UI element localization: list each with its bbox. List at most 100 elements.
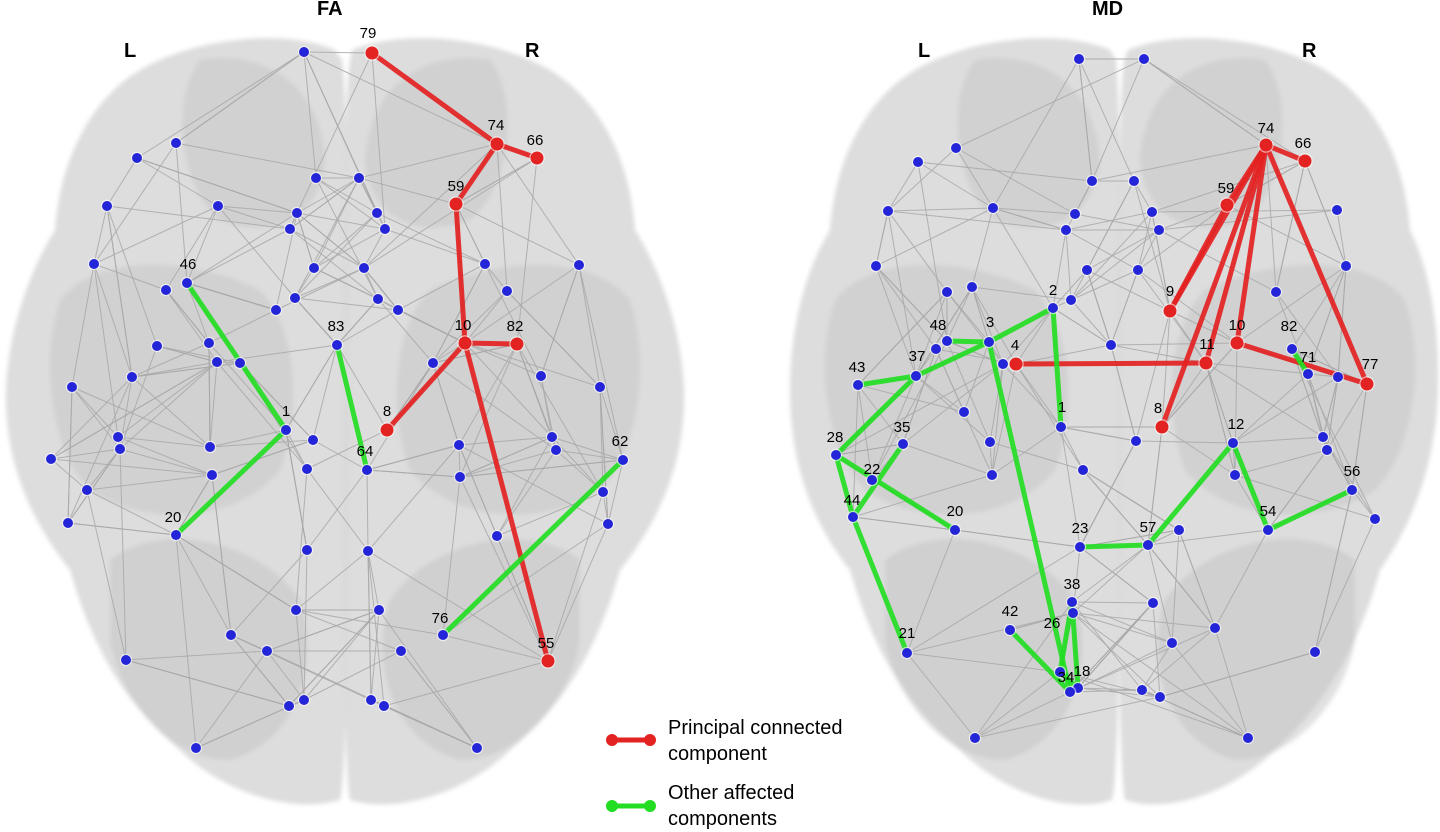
fa-edge <box>367 550 549 662</box>
fa-node <box>285 224 295 234</box>
fa-edge <box>125 659 290 707</box>
fa-node <box>362 465 372 475</box>
md-node-label: 18 <box>1074 663 1091 680</box>
md-node <box>1075 542 1085 552</box>
md-other-edge <box>855 373 919 388</box>
md-node <box>1087 176 1097 186</box>
md-edge <box>1137 204 1228 271</box>
md-node <box>942 287 952 297</box>
md-edge <box>871 340 948 481</box>
fa-edge <box>93 263 119 438</box>
fa-principal-edge <box>462 340 551 664</box>
fa-edge <box>67 376 133 524</box>
fa-edge <box>358 143 498 179</box>
md-node <box>1263 525 1273 535</box>
fa-edge <box>289 228 379 300</box>
md-edge <box>1161 310 1171 428</box>
md-node <box>1243 733 1253 743</box>
md-edge <box>1226 160 1306 206</box>
md-edge <box>974 671 1061 739</box>
md-edge <box>1135 310 1171 442</box>
md-node <box>1106 340 1116 350</box>
md-edge <box>887 210 948 293</box>
md-node <box>1210 623 1220 633</box>
md-edge <box>1158 204 1228 231</box>
md-edge <box>1205 362 1234 444</box>
fa-node <box>127 372 137 382</box>
md-node-label: 34 <box>1058 669 1075 686</box>
md-node <box>848 512 858 522</box>
fa-node-label: 82 <box>507 318 524 335</box>
md-edge <box>917 161 948 342</box>
md-node-label: 8 <box>1154 400 1162 417</box>
fa-edge <box>156 345 218 363</box>
md-edge <box>1161 342 1238 428</box>
fa-node-label: 59 <box>448 178 465 195</box>
fa-edge <box>93 205 219 265</box>
md-edge <box>1071 544 1149 603</box>
md-edge <box>971 286 1004 365</box>
md-edge <box>1336 209 1347 267</box>
md-edge <box>935 348 965 413</box>
fa-edge <box>296 212 315 269</box>
fa-edge <box>376 212 486 265</box>
md-edge <box>971 286 990 343</box>
fa-edge <box>464 264 580 344</box>
md-edge <box>1074 213 1160 231</box>
md-edge <box>1072 612 1249 739</box>
fa-edge <box>578 264 624 461</box>
fa-node <box>354 173 364 183</box>
md-edge <box>963 341 990 413</box>
fa-edge <box>303 549 308 701</box>
fa-edge <box>547 491 604 662</box>
fa-principal-node <box>530 151 544 165</box>
md-node <box>1303 369 1313 379</box>
md-node <box>984 337 994 347</box>
fa-node <box>102 201 112 211</box>
fa-node <box>396 646 406 656</box>
md-edge <box>1065 211 1153 231</box>
fa-other-edge <box>440 457 626 638</box>
fa-edge <box>125 650 268 661</box>
md-node <box>1167 638 1177 648</box>
md-node <box>998 359 1008 369</box>
fa-node <box>574 260 584 270</box>
md-node <box>1055 667 1065 677</box>
fa-node <box>302 464 312 474</box>
fa-node-label: 1 <box>282 403 290 420</box>
md-edge <box>915 375 991 443</box>
md-principal-edge <box>1013 360 1209 367</box>
fa-node <box>302 545 312 555</box>
fa-edge <box>186 282 210 344</box>
fa-edge <box>336 298 379 346</box>
fa-edge <box>230 634 290 707</box>
fa-principal-edge <box>453 141 500 207</box>
fa-node <box>374 605 384 615</box>
fa-edge <box>464 342 553 438</box>
md-edge <box>887 147 957 212</box>
legend-principal-line2: component <box>668 743 767 765</box>
fa-node <box>290 293 300 303</box>
fa-edge <box>459 343 518 478</box>
fa-edge <box>458 343 518 446</box>
legend-other-line1: Other affected <box>668 782 794 804</box>
fa-other-edge <box>184 280 289 433</box>
md-other-edge <box>913 339 992 379</box>
md-node <box>1341 261 1351 271</box>
md-edge <box>1143 58 1306 162</box>
fa-node <box>207 470 217 480</box>
md-edge <box>1143 58 1267 146</box>
md-node <box>1074 54 1084 64</box>
md-node <box>911 371 921 381</box>
md-principal-edge <box>1203 142 1269 366</box>
md-edge <box>992 207 1054 309</box>
md-edge <box>971 286 1072 301</box>
fa-node <box>82 485 92 495</box>
md-node-label: 1 <box>1058 399 1066 416</box>
fa-edge <box>378 609 478 749</box>
fa-edge <box>93 263 133 378</box>
md-edge <box>1326 383 1368 451</box>
fa-edge <box>230 634 268 652</box>
